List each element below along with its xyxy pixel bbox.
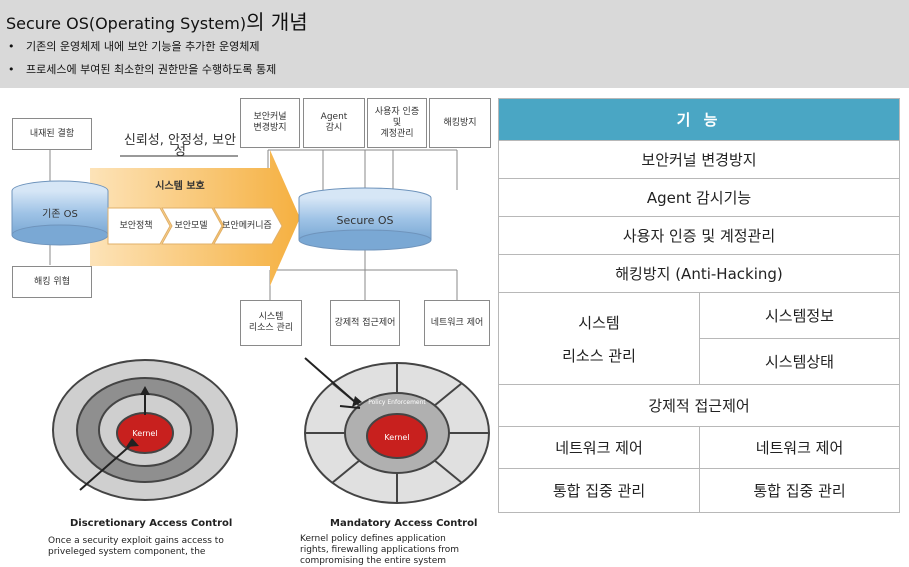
dac-title: Discretionary Access Control [70, 518, 232, 530]
system-protection-label: 시스템 보호 [155, 180, 205, 192]
top-box-line: 사용자 인증 [374, 106, 420, 117]
diagram-graphics [11, 148, 490, 504]
top-box-auth: 사용자 인증 및 계정관리 [367, 98, 427, 148]
top-box-agent: Agent 감시 [303, 98, 365, 148]
function-table: 기 능 보안커널 변경방지 Agent 감시기능 사용자 인증 및 계정관리 해… [498, 98, 900, 513]
resource-label-line: 리소스 관리 [562, 346, 636, 365]
table-row: 해킹방지 (Anti-Hacking) [498, 254, 900, 293]
bottom-box-line: 리소스 관리 [248, 323, 294, 333]
table-row: 강제적 접근제어 [498, 384, 900, 427]
top-box-line: 변경방지 [253, 123, 287, 133]
top-box-line: 계정관리 [380, 128, 414, 139]
mac-line: compromising the entire system [300, 556, 447, 566]
bullet-item: • 기존의 운영체제 내에 보안 기능을 추가한 운영체제 [8, 38, 260, 54]
bullet-dot: • [8, 63, 15, 76]
dac-title-text: Discretionary Access Control [70, 518, 233, 529]
top-box-hacking: 해킹방지 [429, 98, 491, 148]
existing-os-label: 기존 OS [42, 208, 78, 220]
chevron-model: 보안모델 [174, 220, 208, 231]
chevron-mechanism: 보안메커니즘 [222, 220, 272, 231]
bottom-box-line: 시스템 [258, 312, 284, 322]
top-box-kernel: 보안커널 변경방지 [240, 98, 300, 148]
bullet-text: 기존의 운영체제 내에 보안 기능을 추가한 운영체제 [26, 40, 260, 53]
resource-item: 시스템정보 [699, 292, 900, 339]
mac-line: rights, firewalling applications from [300, 545, 460, 555]
slide-title: Secure OS(Operating System)의 개념 [6, 6, 308, 35]
table-row: Agent 감시기능 [498, 178, 900, 217]
resource-label: 시스템 리소스 관리 [498, 292, 700, 385]
top-box-line: 보안커널 [253, 112, 287, 122]
bullet-dot: • [8, 40, 15, 53]
chevron-policy: 보안정책 [119, 220, 153, 231]
table-row: 보안커널 변경방지 [498, 140, 900, 179]
mac-kernel-label: Kernel [384, 432, 410, 442]
dac-line: Once a security exploit gains access to [48, 536, 224, 546]
bottom-box-network: 네트워크 제어 [424, 300, 490, 346]
network-control-right: 네트워크 제어 [699, 426, 900, 469]
resource-label-line: 시스템 [578, 313, 620, 332]
secure-os-diagram: 내재된 결함 해킹 위협 기존 OS 신뢰성, 안정성, 보안성 시스템 보호 … [0, 90, 498, 566]
resource-item: 시스템상태 [699, 338, 900, 385]
defect-box: 내재된 결함 [12, 118, 92, 150]
top-box-line: 및 [392, 117, 402, 128]
mac-line: Kernel policy defines application [300, 534, 446, 544]
table-row: 사용자 인증 및 계정관리 [498, 216, 900, 255]
mac-title-text: Mandatory Access Control [330, 518, 478, 529]
top-box-line: Agent [320, 112, 348, 122]
integrated-management-right: 통합 집중 관리 [699, 468, 900, 513]
title-prefix: Secure OS(Operating System) [6, 14, 247, 33]
policy-enforcement-label: Policy Enforcement [368, 398, 426, 406]
dac-kernel-label: Kernel [132, 428, 158, 438]
hacking-threat-box: 해킹 위협 [12, 266, 92, 298]
bottom-box-resource: 시스템 리소스 관리 [240, 300, 302, 346]
arrow-caption: 신뢰성, 안정성, 보안성 [123, 133, 237, 159]
dac-line: priveleged system component, the [48, 547, 206, 557]
integrated-management-left: 통합 집중 관리 [498, 468, 700, 513]
top-box-line: 감시 [325, 123, 343, 133]
table-header: 기 능 [498, 98, 900, 141]
network-control-left: 네트워크 제어 [498, 426, 700, 469]
secure-os-label: Secure OS [336, 213, 394, 227]
bottom-box-mac: 강제적 접근제어 [330, 300, 400, 346]
slide-header: Secure OS(Operating System)의 개념 • 기존의 운영체… [0, 0, 909, 88]
title-suffix: 의 개념 [246, 10, 308, 34]
mac-title: Mandatory Access Control [330, 518, 477, 530]
bullet-text: 프로세스에 부여된 최소한의 권한만을 수행하도록 통제 [26, 63, 277, 76]
bullet-item: • 프로세스에 부여된 최소한의 권한만을 수행하도록 통제 [8, 61, 276, 77]
